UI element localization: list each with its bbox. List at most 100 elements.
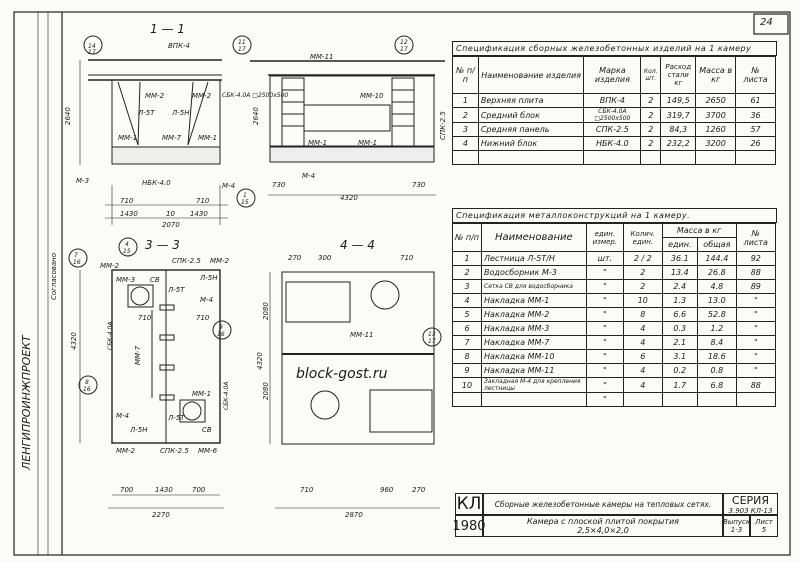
table-cell: 2.1: [661, 335, 699, 350]
table-cell: 36.1: [661, 251, 699, 266]
table-cell: 0.3: [661, 321, 699, 336]
table-cell: 2.4: [661, 279, 699, 294]
table-cell: 6.8: [697, 377, 737, 393]
svg-text:М-4: М-4: [200, 296, 213, 304]
table-cell: 3: [451, 279, 483, 294]
svg-text:9: 9: [219, 324, 223, 331]
table-cell: 13.0: [697, 293, 737, 308]
elevation-labels: ММ-11 ММ-10 ММ-1 ММ-1 М-4 СПК-2.5 730 73…: [241, 39, 447, 206]
svg-text:710: 710: [120, 197, 134, 205]
table-cell: Накладка ММ-7: [481, 335, 587, 350]
svg-text:СБК-4.0А: СБК-4.0А: [107, 322, 114, 350]
table-cell: [735, 392, 777, 407]
svg-text:М-3: М-3: [76, 177, 89, 185]
table-cell: ": [585, 293, 625, 308]
svg-text:2870: 2870: [345, 511, 363, 519]
svg-text:М-4: М-4: [222, 182, 235, 190]
svg-text:Л-5Н: Л-5Н: [199, 274, 218, 282]
org-stamp: ЛЕНГИПРОИНЖПРОЕКТ: [20, 334, 33, 471]
svg-text:ММ-2: ММ-2: [116, 447, 136, 455]
table-cell: Лестница Л-5Т/Н: [481, 251, 587, 266]
table-cell: Водосборник М-3: [481, 265, 587, 280]
table-cell: 1260: [695, 122, 737, 137]
table-cell: 13.4: [661, 265, 699, 280]
table-cell: 52.8: [697, 307, 737, 322]
table-row: ": [451, 392, 777, 407]
table-cell: 6.6: [661, 307, 699, 322]
table-cell: 4: [623, 321, 663, 336]
table-cell: 6: [623, 349, 663, 364]
spec-concrete-table: № п/п Наименование изделия Марка изделия…: [452, 56, 776, 165]
table-cell: 4.8: [697, 279, 737, 294]
svg-text:1430: 1430: [120, 210, 138, 218]
table-cell: Средний блок: [477, 107, 585, 123]
table-cell: 4: [451, 293, 483, 308]
svg-text:8: 8: [85, 379, 89, 386]
svg-text:СПК-2.5: СПК-2.5: [160, 447, 189, 455]
watermark: block-gost.ru: [296, 366, 388, 382]
table-cell: ВПК-4: [583, 93, 642, 108]
table-cell: 3700: [695, 107, 737, 123]
table-cell: ": [735, 307, 777, 322]
section-title: 1 — 1: [150, 22, 185, 36]
table-cell: шт.: [585, 251, 625, 266]
table-cell: 84,3: [660, 122, 697, 137]
svg-text:ММ-10: ММ-10: [360, 92, 384, 100]
sheet-title: Камера с плоской плитой покрытия: [527, 517, 679, 526]
table-cell: ": [735, 321, 777, 336]
table-cell: 2650: [695, 93, 737, 108]
svg-text:17: 17: [428, 338, 436, 345]
section-title: 4 — 4: [340, 238, 375, 252]
table-cell: ": [585, 307, 625, 322]
svg-text:ММ-1: ММ-1: [192, 390, 211, 398]
table-cell: ": [585, 265, 625, 280]
table-cell: 0.8: [697, 363, 737, 378]
sheet-number-box: [753, 13, 789, 35]
svg-text:4320: 4320: [70, 332, 78, 350]
svg-text:Л-5Н: Л-5Н: [129, 426, 148, 434]
code: КЛ: [455, 493, 483, 515]
svg-text:2080: 2080: [262, 382, 270, 400]
svg-text:15: 15: [123, 248, 131, 255]
table-cell: Накладка ММ-3: [481, 321, 587, 336]
table-cell: Сетка СВ для водосборника: [481, 279, 587, 294]
table-cell: 2: [640, 107, 662, 123]
svg-text:710: 710: [196, 314, 210, 322]
svg-text:СВ: СВ: [150, 276, 160, 284]
table-cell: ": [735, 363, 777, 378]
svg-text:300: 300: [318, 254, 332, 262]
svg-text:710: 710: [138, 314, 152, 322]
svg-text:ММ-1: ММ-1: [198, 134, 217, 142]
table-cell: СБК-4.0А □2500х500: [583, 107, 642, 123]
svg-text:ММ-6: ММ-6: [198, 447, 218, 455]
svg-text:Л-5Н: Л-5Н: [171, 109, 190, 117]
table-cell: [661, 392, 699, 407]
table-cell: 26: [735, 136, 776, 151]
svg-text:ММ-1: ММ-1: [358, 139, 377, 147]
subject: Сборные железобетонные камеры на тепловы…: [483, 493, 723, 515]
svg-text:4: 4: [125, 241, 129, 248]
svg-text:ММ-7: ММ-7: [134, 345, 142, 365]
table-cell: 2: [623, 279, 663, 294]
table-cell: 88: [735, 377, 777, 393]
table-cell: 232,2: [660, 136, 697, 151]
svg-text:ММ-1: ММ-1: [118, 134, 137, 142]
svg-text:7: 7: [74, 252, 78, 259]
approval-stamp: Согласовано: [50, 253, 58, 300]
table-cell: [623, 392, 663, 407]
svg-text:М-4: М-4: [302, 172, 315, 180]
table-cell: 4: [452, 136, 479, 151]
svg-text:2070: 2070: [162, 221, 180, 229]
table-cell: Закладная М-4 для крепления лестницы: [481, 377, 587, 393]
table-cell: ": [585, 392, 625, 407]
svg-text:1430: 1430: [155, 486, 173, 494]
table-cell: ": [585, 335, 625, 350]
